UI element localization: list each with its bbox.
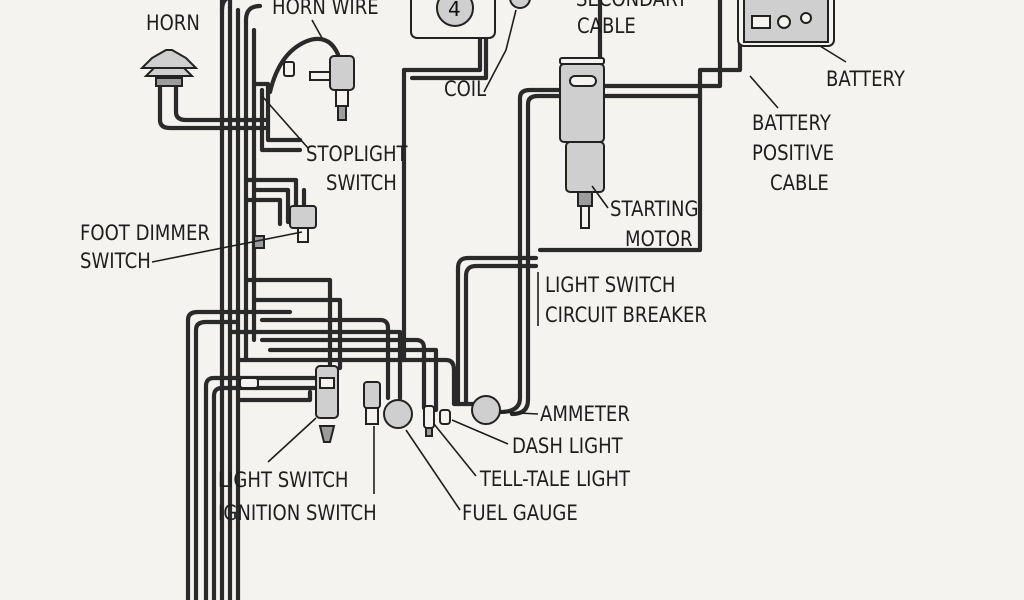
label-foot-dimmer-switch-2: SWITCH <box>80 249 151 274</box>
horn-feed-wire <box>157 77 268 131</box>
wiring-harness <box>157 0 743 600</box>
dimmer-feed-3 <box>243 197 283 227</box>
label-horn-wire: HORN WIRE <box>272 0 379 19</box>
label-battery: BATTERY <box>826 67 905 92</box>
stoplight-switch-icon <box>309 55 355 121</box>
dash-light-icon <box>439 409 451 425</box>
label-starting-motor-1: STARTING <box>610 197 699 222</box>
lower-run-5 <box>235 389 313 403</box>
breaker-run-2 <box>463 263 539 407</box>
foot-dimmer-switch-icon <box>253 205 317 249</box>
battery-positive-cable-path <box>537 93 703 253</box>
label-fuel-gauge: FUEL GAUGE <box>462 501 578 526</box>
horn-feed-wire-2 <box>173 77 268 123</box>
label-stoplight-switch-2: SWITCH <box>326 171 397 196</box>
fuel-gauge-icon <box>383 399 413 429</box>
horn-wire-arc <box>267 36 343 95</box>
dimmer-feed-2 <box>251 187 291 225</box>
lower-run-2 <box>193 319 241 600</box>
coil-number: 4 <box>448 0 461 21</box>
label-starting-motor-2: MOTOR <box>625 227 693 252</box>
label-horn: HORN <box>146 11 200 36</box>
labels: HORN HORN WIRE SECONDARY CABLE COIL BATT… <box>80 0 905 525</box>
stoplight-feed <box>251 81 303 143</box>
light-ignition-switch-icon <box>315 365 381 443</box>
dash-run-4 <box>227 329 403 401</box>
label-dash-light: DASH LIGHT <box>512 434 624 459</box>
label-light-switch-circuit-breaker-1: LIGHT SWITCH <box>545 273 676 298</box>
label-battery-positive-cable-1: BATTERY <box>752 111 831 136</box>
battery-icon <box>737 0 835 47</box>
starting-motor-icon <box>559 57 605 229</box>
label-ammeter: AMMETER <box>540 402 630 427</box>
dash-run-7 <box>235 357 481 407</box>
leader-lines <box>151 9 847 511</box>
breaker-run-1 <box>455 255 539 407</box>
dash-run-6 <box>267 347 439 413</box>
label-battery-positive-cable-3: CABLE <box>770 171 829 196</box>
tell-tale-light-icon <box>423 405 435 437</box>
starter-run-1 <box>497 87 569 415</box>
dash-run-3 <box>259 317 391 401</box>
label-tell-tale-light: TELL-TALE LIGHT <box>479 467 631 492</box>
label-coil: COIL <box>444 77 486 102</box>
label-ignition-switch: IGNITION SWITCH <box>218 501 377 526</box>
coil-icon: 4 <box>410 0 531 39</box>
label-light-switch: LIGHT SWITCH <box>218 468 349 493</box>
dash-run-1 <box>243 277 333 371</box>
connector-icon <box>239 377 259 389</box>
horn-icon <box>139 49 199 87</box>
label-light-switch-circuit-breaker-2: CIRCUIT BREAKER <box>545 303 707 328</box>
label-secondary-cable-1: SECONDARY <box>576 0 688 11</box>
label-stoplight-switch-1: STOPLIGHT <box>306 142 409 167</box>
label-battery-positive-cable-2: POSITIVE <box>752 141 834 166</box>
stoplight-feed-2 <box>259 87 303 153</box>
label-foot-dimmer-switch-1: FOOT DIMMER <box>80 221 210 246</box>
connector-icon-2 <box>283 61 295 77</box>
trunk-top-curve <box>219 0 229 13</box>
lower-run-1 <box>185 309 293 600</box>
secondary-cable-path <box>589 0 723 89</box>
label-secondary-cable-2: CABLE <box>577 14 636 39</box>
ammeter-icon <box>471 395 501 425</box>
dash-run-2 <box>251 297 343 371</box>
lower-run-3 <box>203 375 319 600</box>
trunk-top-curve-2 <box>243 3 263 23</box>
lower-run-4 <box>211 385 319 600</box>
